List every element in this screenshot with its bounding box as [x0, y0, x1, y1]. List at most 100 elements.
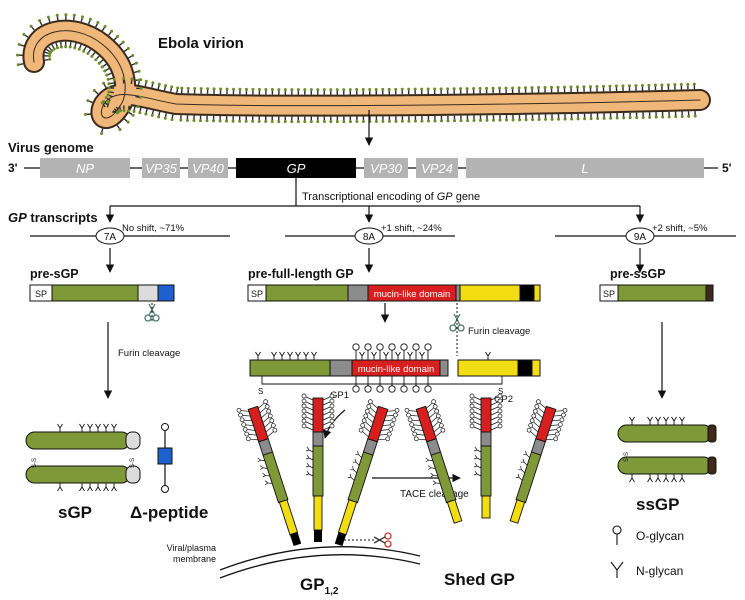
- virion-spike-head: [107, 86, 111, 90]
- virion-spike-head: [86, 52, 90, 56]
- virion-spike-head: [387, 87, 391, 91]
- virion-spike-head: [531, 118, 535, 122]
- virion-spike-head: [270, 88, 274, 92]
- virion-spike-head: [621, 84, 625, 88]
- furin-cleavage-sgp: Furin cleavage: [118, 348, 180, 359]
- pre-fl-gp-label: pre-full-length GP: [248, 267, 354, 281]
- pre-sgp-label: pre-sGP: [30, 267, 79, 281]
- virion-spike-head: [176, 86, 180, 90]
- virion-spike-head: [138, 111, 142, 115]
- o-glycan-mark: [412, 385, 420, 393]
- virion-spike-head: [290, 120, 294, 124]
- virion-spike-head: [589, 117, 593, 121]
- virion-spike-head: [251, 87, 255, 91]
- virion-spike-head: [472, 87, 476, 91]
- virion-spike-head: [81, 15, 85, 19]
- virion-spike-head: [608, 84, 612, 88]
- virion-spike-head: [446, 87, 450, 91]
- virion-spike-head: [94, 58, 98, 62]
- virion-spike-head: [100, 101, 104, 105]
- gp-arm: [236, 399, 302, 547]
- virion-spike-head: [127, 109, 131, 113]
- virion-spike-head: [59, 45, 63, 49]
- virion-spike-head: [596, 116, 600, 120]
- virion-spike-head: [648, 115, 652, 119]
- site-9a-note: +2 shift, ~5%: [652, 223, 708, 234]
- site-8a-note: +1 shift, ~24%: [381, 223, 442, 234]
- n-glycan-mark: [111, 423, 117, 432]
- gp2-label: GP2: [494, 394, 513, 405]
- virion-spike-head: [420, 119, 424, 123]
- virion-spike-head: [257, 119, 261, 123]
- n-glycan-mark: [671, 416, 677, 425]
- virion-spike-head: [316, 88, 320, 92]
- virion-spike-head: [479, 118, 483, 122]
- virion-spike-head: [303, 120, 307, 124]
- virion-spike-head: [342, 88, 346, 92]
- virion-spike-head: [660, 83, 664, 87]
- virion-spike-head: [136, 105, 140, 109]
- membrane-label-2: membrane: [173, 554, 216, 564]
- delta-peptide-label: Δ-peptide: [130, 503, 208, 522]
- virion-spike-head: [322, 120, 326, 124]
- encoding-caption: Transcriptional encoding of GP gene: [302, 191, 480, 203]
- virion-spike-head: [381, 119, 385, 123]
- virion-spike-head: [309, 88, 313, 92]
- n-glycan-mark: [679, 474, 685, 483]
- virion-spike-head: [634, 84, 638, 88]
- virion-spike-head: [439, 87, 443, 91]
- virion-spike-head: [170, 118, 174, 122]
- scissors-icon: [373, 532, 392, 548]
- gene-gp-label: GP: [287, 161, 306, 176]
- virion-spike-head: [48, 57, 52, 61]
- virion-spike-head: [524, 118, 528, 122]
- virion-spike-head: [157, 115, 161, 119]
- virion-spike-head: [38, 19, 42, 23]
- gene-vp30-box: [364, 158, 408, 178]
- virion-spike-head: [116, 34, 120, 38]
- virion-spike-head: [498, 118, 502, 122]
- virion-spike-head: [251, 119, 255, 123]
- virion-spike-head: [348, 88, 352, 92]
- gene-vp24-label: VP24: [421, 161, 453, 176]
- n-glycan-mark: [303, 351, 309, 360]
- virion-spike-head: [615, 116, 619, 120]
- pre-full-length-gp: pre-full-length GP SP mucin-like domain: [247, 267, 541, 302]
- virion-spike-head: [277, 88, 281, 92]
- virion-spike-head: [686, 82, 690, 86]
- virion-spike-head: [179, 118, 183, 122]
- virion-spike-head: [400, 87, 404, 91]
- n-glycan-mark: [287, 351, 293, 360]
- virion-spike-head: [106, 77, 110, 81]
- site-8a-label: 8A: [363, 232, 376, 243]
- gene-vp30-label: VP30: [370, 161, 403, 176]
- virion-spike-head: [394, 119, 398, 123]
- n-glycan-icon: [610, 561, 624, 578]
- virion-spike-head: [472, 119, 476, 123]
- virion-spike-head: [103, 25, 107, 29]
- virion-spike-head: [309, 120, 313, 124]
- virion-spike-head: [96, 21, 100, 25]
- virion-spike-head: [563, 117, 567, 121]
- virion-spike-head: [426, 119, 430, 123]
- virion-spike-head: [164, 84, 168, 88]
- n-glycan-mark: [95, 423, 101, 432]
- virion-spike-head: [459, 87, 463, 91]
- n-glycan-mark: [311, 351, 317, 360]
- virion-spike-head: [16, 63, 20, 67]
- n-glycan-mark: [671, 474, 677, 483]
- o-glycan-mark: [400, 385, 408, 393]
- virion-spike-head: [674, 115, 678, 119]
- gene-vp35-box: [142, 158, 180, 178]
- virion-spike-head: [131, 54, 135, 58]
- virion-spike-head: [219, 87, 223, 91]
- virion-spike-head: [557, 117, 561, 121]
- virion-spike-head: [130, 77, 134, 81]
- virion-spike-head: [654, 115, 658, 119]
- virion-spike-head: [563, 85, 567, 89]
- virion-spike-head: [110, 29, 114, 33]
- virion-spike-head: [595, 84, 599, 88]
- ssgp-monomer: [617, 424, 713, 443]
- o-glycan-mark: [424, 343, 432, 351]
- o-glycan-mark: [388, 385, 396, 393]
